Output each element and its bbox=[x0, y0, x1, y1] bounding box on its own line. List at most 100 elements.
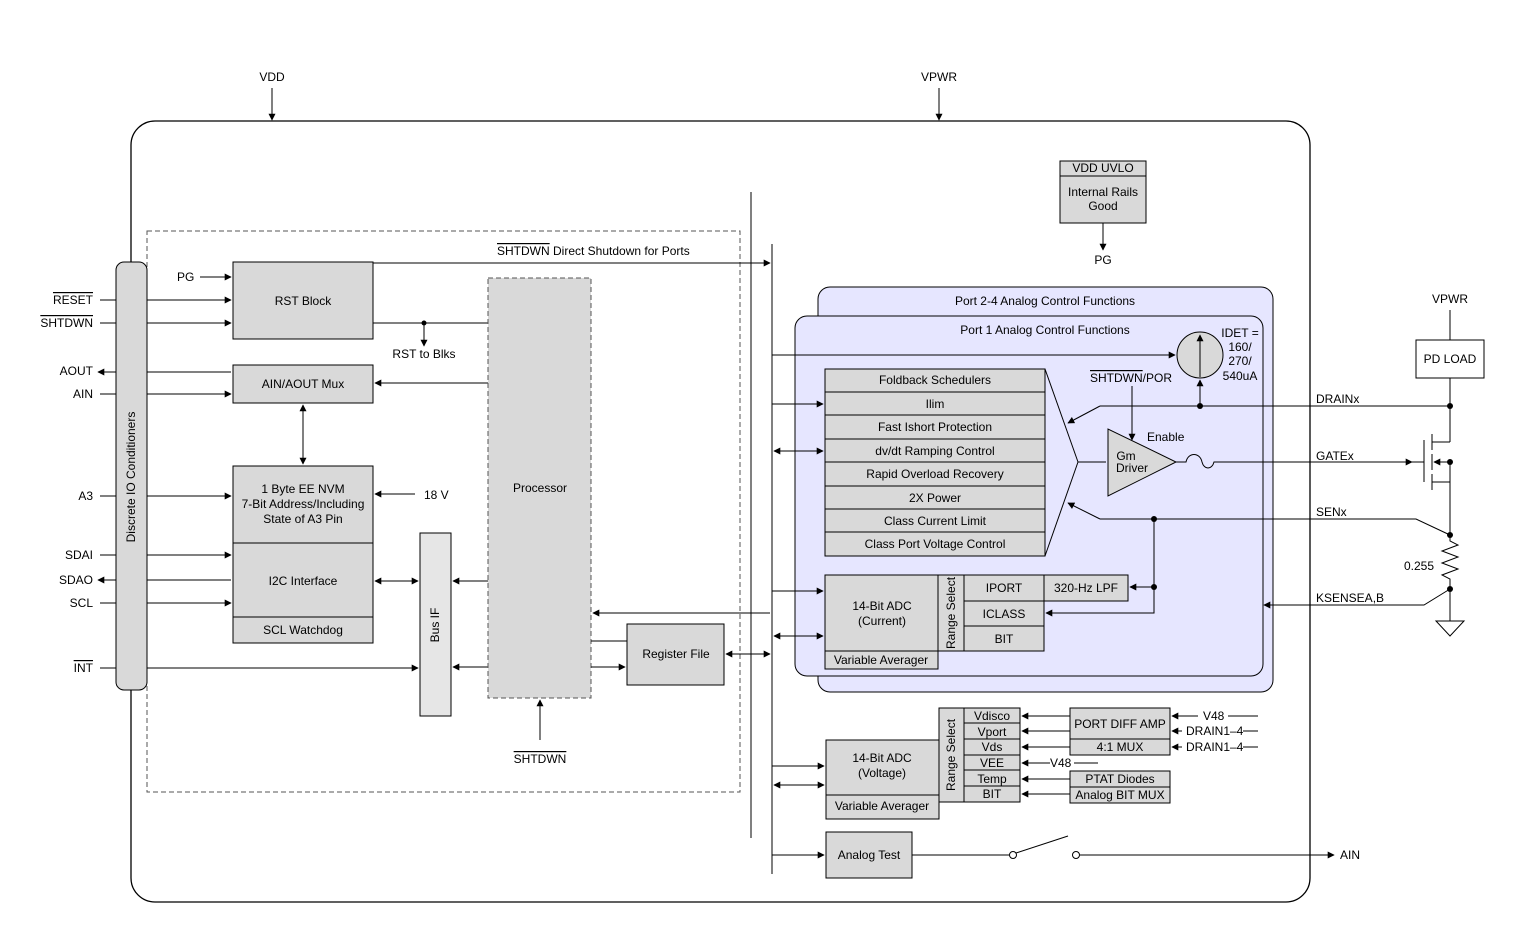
pin-shtdwn: SHTDWN bbox=[40, 316, 93, 330]
gm-line1: Gm bbox=[1116, 449, 1135, 463]
ain-aout-mux-label: AIN/AOUT Mux bbox=[262, 377, 344, 391]
range-select-current-label: Range Select bbox=[944, 576, 958, 649]
enable-label: Enable bbox=[1147, 430, 1185, 444]
drainx-label: DRAINx bbox=[1316, 392, 1359, 406]
i2c-interface bbox=[232, 542, 374, 618]
function-item: Foldback Schedulers bbox=[879, 373, 991, 387]
pin-sdai: SDAI bbox=[65, 548, 93, 562]
port1-title: Port 1 Analog Control Functions bbox=[960, 323, 1129, 337]
idet-line1: IDET = bbox=[1221, 326, 1258, 340]
pd-load bbox=[1415, 339, 1485, 379]
processor bbox=[487, 277, 592, 699]
iclass-label: ICLASS bbox=[983, 607, 1026, 621]
bit-current-label: BIT bbox=[995, 632, 1014, 646]
voltage-inputs: Vdisco Vport Vds VEE Temp BIT bbox=[963, 707, 1021, 803]
pin-vpwr: VPWR bbox=[921, 70, 957, 84]
senx-label: SENx bbox=[1316, 505, 1347, 519]
mosfet-symbol bbox=[1412, 430, 1453, 490]
pin-vdd: VDD bbox=[259, 70, 285, 84]
adc-voltage bbox=[825, 739, 940, 796]
io-conditioners-label: Discrete IO Conditioners bbox=[124, 412, 138, 543]
iport-block bbox=[963, 574, 1045, 602]
mux-4to1 bbox=[1069, 738, 1171, 756]
bit-block-current bbox=[963, 625, 1045, 652]
i2c-label: I2C Interface bbox=[269, 574, 338, 588]
vdd-uvlo-title: VDD UVLO bbox=[1072, 161, 1133, 175]
function-item: Class Port Voltage Control bbox=[865, 537, 1006, 551]
voltage-input-item: VEE bbox=[980, 756, 1004, 770]
nvm-line1: 1 Byte EE NVM bbox=[261, 482, 344, 496]
var-avg-current-label: Variable Averager bbox=[834, 653, 928, 667]
shtdwn-por-label: SHTDWN/POR bbox=[1090, 371, 1172, 385]
adc-volt-line1: 14-Bit ADC bbox=[852, 751, 912, 765]
v48-a: V48 bbox=[1203, 709, 1225, 723]
pin-a3: A3 bbox=[78, 489, 93, 503]
processor-label: Processor bbox=[513, 481, 567, 495]
drain-a: DRAIN1–4 bbox=[1186, 724, 1244, 738]
gatex-label: GATEx bbox=[1316, 449, 1354, 463]
ain-aout-mux bbox=[232, 364, 374, 404]
pin-scl: SCL bbox=[70, 596, 94, 610]
nvm-block bbox=[232, 465, 374, 544]
iclass-block bbox=[963, 600, 1045, 627]
vdd-uvlo bbox=[1059, 160, 1147, 224]
scl-watchdog bbox=[232, 616, 374, 644]
rst-block bbox=[232, 261, 374, 340]
lpf-block bbox=[1043, 574, 1129, 602]
uvlo-line2: Good bbox=[1088, 199, 1117, 213]
voltage-input-item: Vport bbox=[978, 725, 1007, 739]
shtdwn-bottom-label: SHTDWN bbox=[514, 752, 567, 766]
shtdwn-direct-label: SHTDWN Direct Shutdown for Ports bbox=[497, 244, 690, 258]
voltage-input-item: Temp bbox=[977, 772, 1007, 786]
pin-sdao: SDAO bbox=[59, 573, 93, 587]
idet-line3: 270/ bbox=[1228, 354, 1252, 368]
io-conditioners bbox=[115, 261, 148, 691]
var-avg-current bbox=[824, 650, 939, 670]
voltage-input-item: Vds bbox=[982, 740, 1003, 754]
adc-cur-line2: (Current) bbox=[858, 614, 906, 628]
v48-b: V48 bbox=[1050, 756, 1072, 770]
ksense-label: KSENSEA,B bbox=[1316, 591, 1384, 605]
pin-reset: RESET bbox=[53, 293, 94, 307]
pin-ain: AIN bbox=[73, 387, 93, 401]
scl-watchdog-label: SCL Watchdog bbox=[263, 623, 343, 637]
analog-bit-mux bbox=[1069, 786, 1171, 804]
sense-resistor bbox=[1440, 535, 1460, 589]
nvm-line2: 7-Bit Address/Including bbox=[242, 497, 365, 511]
lpf-label: 320-Hz LPF bbox=[1054, 581, 1118, 595]
v18-label: 18 V bbox=[424, 488, 449, 502]
rst-block-label: RST Block bbox=[275, 294, 332, 308]
register-file bbox=[626, 623, 725, 686]
adc-cur-line1: 14-Bit ADC bbox=[852, 599, 912, 613]
function-list: Foldback Schedulers Ilim Fast Ishort Pro… bbox=[824, 368, 1046, 557]
var-avg-voltage-label: Variable Averager bbox=[835, 799, 929, 813]
drain-b: DRAIN1–4 bbox=[1186, 740, 1244, 754]
var-avg-voltage bbox=[825, 794, 940, 820]
mux-label: 4:1 MUX bbox=[1097, 740, 1144, 754]
pin-int: INT bbox=[74, 661, 94, 675]
range-select-voltage-label: Range Select bbox=[944, 718, 958, 791]
ext-vpwr-label: VPWR bbox=[1432, 292, 1468, 306]
voltage-input-item: Vdisco bbox=[974, 709, 1010, 723]
gm-line2: Driver bbox=[1116, 461, 1148, 475]
function-item: Fast Ishort Protection bbox=[878, 420, 992, 434]
pin-aout: AOUT bbox=[60, 364, 94, 378]
nvm-line3: State of A3 Pin bbox=[263, 512, 342, 526]
function-item: 2X Power bbox=[909, 491, 961, 505]
port24-title: Port 2-4 Analog Control Functions bbox=[955, 294, 1135, 308]
pd-load-label: PD LOAD bbox=[1424, 352, 1477, 366]
register-file-label: Register File bbox=[642, 647, 710, 661]
function-item: dv/dt Ramping Control bbox=[875, 444, 994, 458]
bus-if bbox=[419, 532, 452, 717]
port-diff-amp-label: PORT DIFF AMP bbox=[1074, 717, 1166, 731]
idet-line2: 160/ bbox=[1228, 340, 1252, 354]
function-item: Ilim bbox=[926, 397, 945, 411]
range-select-voltage bbox=[938, 707, 965, 803]
analog-test-label: Analog Test bbox=[838, 848, 901, 862]
ground-symbol bbox=[1434, 620, 1466, 637]
uvlo-line1: Internal Rails bbox=[1068, 185, 1138, 199]
voltage-input-item: BIT bbox=[983, 787, 1002, 801]
analog-bit-mux-label: Analog BIT MUX bbox=[1075, 788, 1164, 802]
rst-to-blks-label: RST to Blks bbox=[392, 347, 455, 361]
